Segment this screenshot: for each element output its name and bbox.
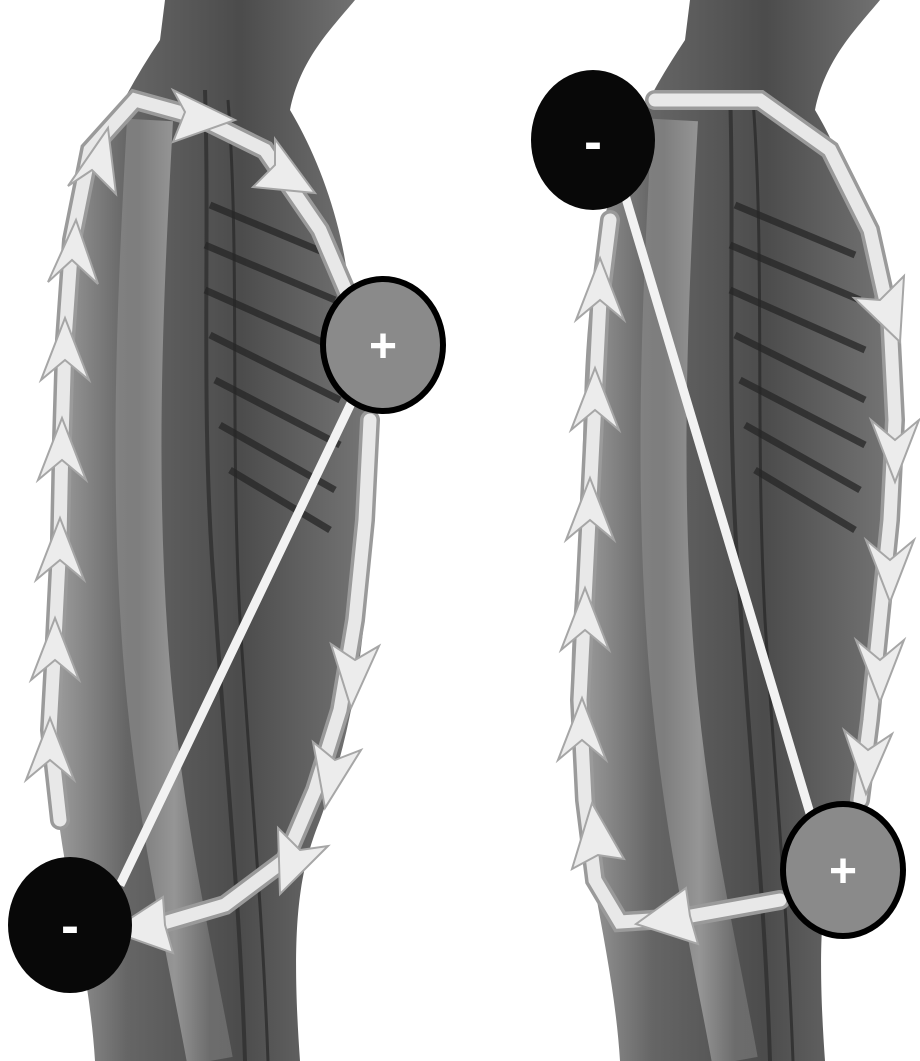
left-positive-symbol: + xyxy=(369,320,397,373)
left-negative-symbol: - xyxy=(61,896,79,956)
right-panel: - + xyxy=(531,0,919,1061)
left-positive-electrode: + xyxy=(323,279,443,411)
left-negative-electrode: - xyxy=(8,857,132,993)
right-negative-electrode: - xyxy=(531,70,655,210)
right-negative-symbol: - xyxy=(584,112,602,172)
right-positive-electrode: + xyxy=(783,804,903,936)
right-positive-symbol: + xyxy=(829,845,857,898)
left-panel: + - xyxy=(8,0,443,1061)
